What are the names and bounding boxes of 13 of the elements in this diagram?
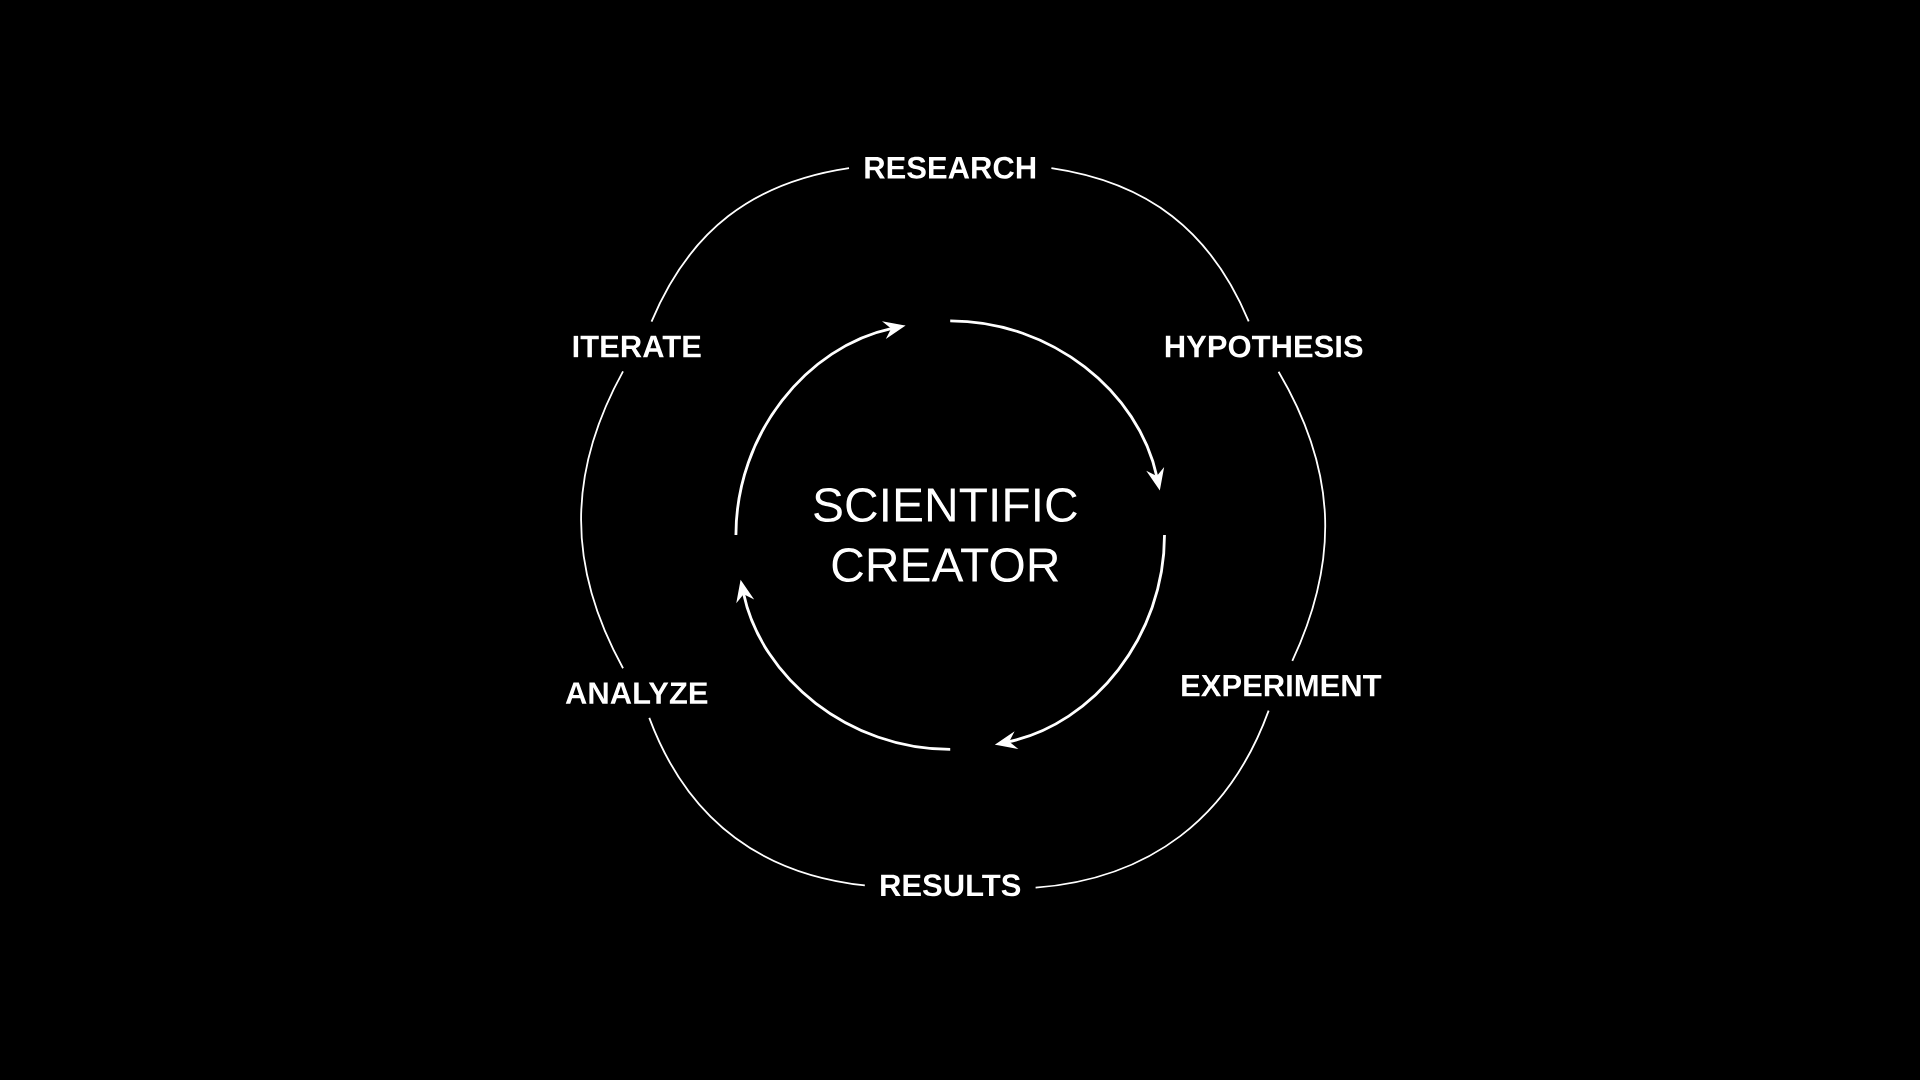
connector-arc xyxy=(1277,370,1326,662)
stage-label: ANALYZE xyxy=(565,682,708,704)
stage-label: ITERATE xyxy=(573,335,701,358)
connector-arc xyxy=(1050,167,1250,323)
connector-arc xyxy=(580,370,624,670)
connector-arc xyxy=(1034,709,1270,889)
connector-arc xyxy=(648,717,866,887)
stage-label: RESULTS xyxy=(881,874,1021,897)
stage-label: RESEARCH xyxy=(865,156,1036,179)
stage-label: EXPERIMENT xyxy=(1182,675,1382,697)
stage-label: HYPOTHESIS xyxy=(1165,335,1363,358)
connector-arc xyxy=(650,167,850,323)
center-title: SCIENTIFIC CREATOR xyxy=(814,488,1077,583)
